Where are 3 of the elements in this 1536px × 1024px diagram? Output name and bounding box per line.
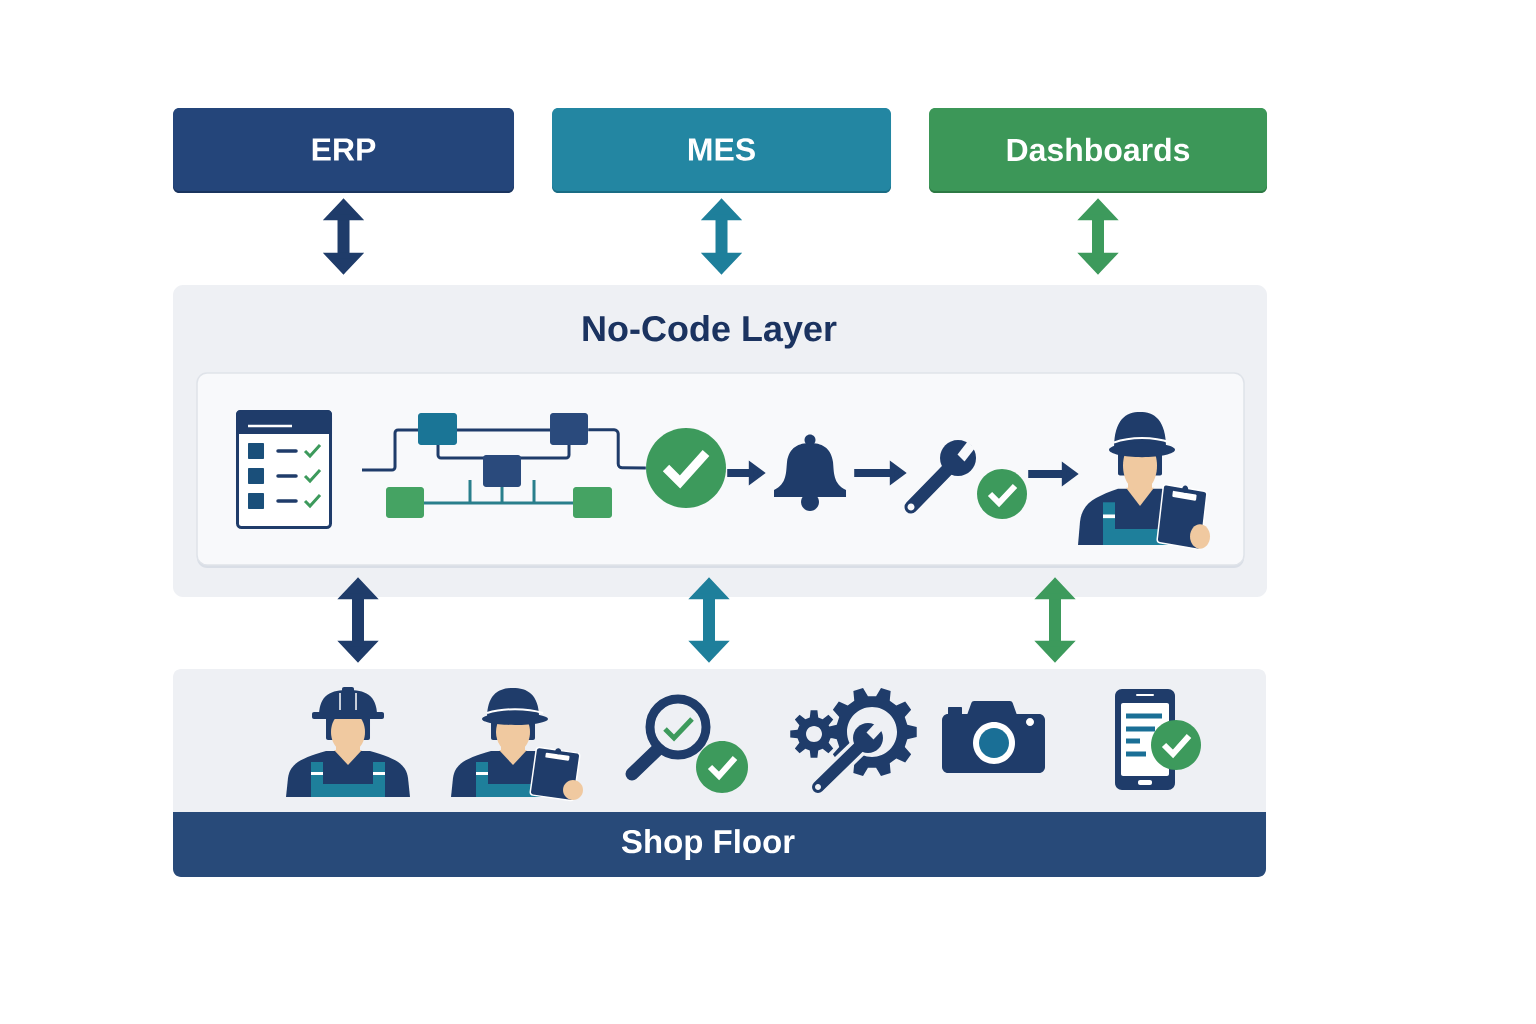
title-box: MES bbox=[552, 108, 891, 193]
title-box: Dashboards bbox=[929, 108, 1267, 193]
title-box: ERP bbox=[173, 108, 514, 193]
